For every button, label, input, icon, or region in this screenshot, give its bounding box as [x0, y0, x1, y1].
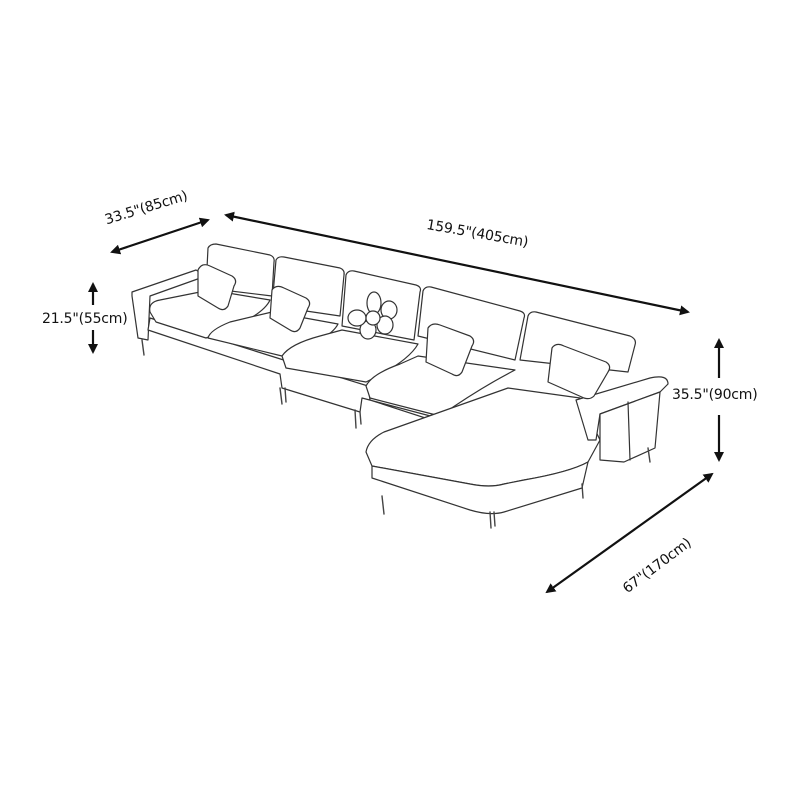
total-height-label: 35.5"(90cm): [672, 387, 758, 403]
dimension-arrows: [88, 211, 724, 594]
sofa: [131, 243, 669, 529]
length-arrow: [224, 211, 690, 316]
back-cushion-5: [519, 311, 637, 373]
throw-pillow-2: [269, 285, 311, 333]
throw-pillow-4: [547, 343, 611, 400]
chaise-base: [371, 461, 589, 515]
seat-height-label: 21.5"(55cm): [42, 311, 128, 327]
flower-pillow: [347, 291, 398, 340]
throw-pillow-3: [425, 323, 475, 377]
depth-arrow: [110, 217, 210, 255]
throw-pillow-1: [197, 264, 237, 311]
right-arm-side: [599, 391, 661, 463]
legs: [141, 339, 651, 529]
chaise-length-arrow: [545, 472, 714, 594]
right-armrest: [575, 376, 669, 441]
